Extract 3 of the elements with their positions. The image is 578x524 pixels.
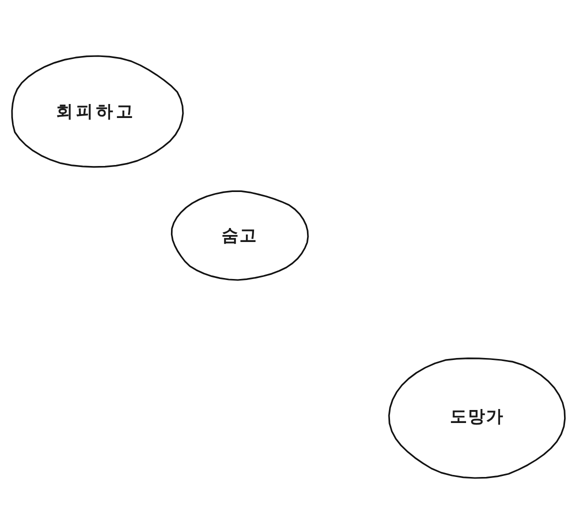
node-label: 숨고 <box>222 224 258 247</box>
node-label: 도망가 <box>450 406 504 428</box>
node-label: 회피하고 <box>56 101 136 124</box>
